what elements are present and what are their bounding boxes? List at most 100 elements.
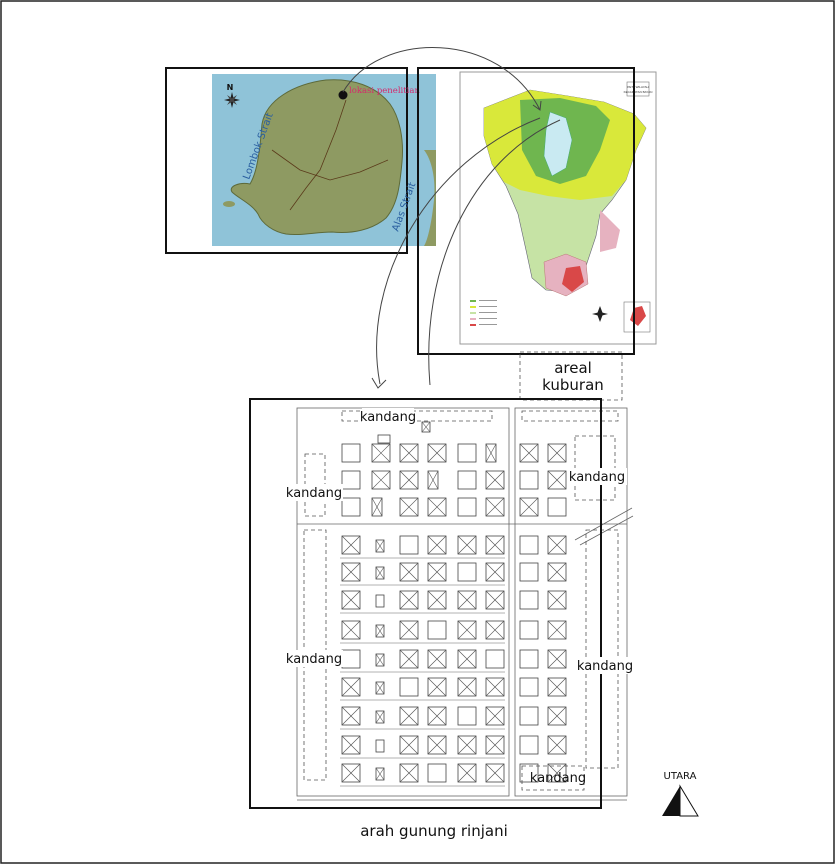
house-footprint [485,677,505,697]
kandang-label: kandang [569,470,625,485]
house-footprint [399,706,419,726]
house-footprint [427,497,447,517]
side-path [579,515,634,546]
village-site-plan: kandang kandang kandang kandang kandang … [249,398,635,809]
label-backing [575,657,635,674]
house-footprint [427,443,447,463]
house-footprint [399,735,419,755]
label-backing [285,484,343,501]
house-footprint [399,497,419,517]
house-footprint [427,649,447,669]
house-footprint [375,681,385,695]
lombok-island-shape [230,79,403,236]
house-footprint [371,443,391,463]
house-footprint [341,677,361,697]
house-footprint [547,443,567,463]
district-title-line1: PETA WILAYAH [627,85,648,89]
direction-label: arah gunung rinjani [360,822,508,840]
house-footprint [519,706,539,726]
house-footprint [547,763,567,783]
north-letter: N [227,83,234,92]
house-footprint [547,590,567,610]
kandang-area [341,410,493,422]
house-footprint [341,735,361,755]
district-legend [470,300,497,326]
house-footprint [457,443,477,463]
house-footprint [485,706,505,726]
north-label: UTARA [664,771,697,782]
house-footprint [457,706,477,726]
district-title-line2: KECAMATAN BAYAN [624,90,653,94]
house-footprint [371,470,391,490]
house-footprint [547,535,567,555]
connector-curves [342,47,561,389]
connector-arc [376,117,541,385]
house-footprint [547,649,567,669]
cemetery-label-line2: kuburan [542,376,604,394]
house-footprint [375,566,385,580]
house-footprint [457,470,477,490]
house-footprint [547,735,567,755]
house-footprint [457,562,477,582]
house-footprint [399,470,419,490]
house-footprint [519,470,539,490]
house-footprint [457,735,477,755]
house-footprint [371,497,383,517]
cemetery-label-line1: areal [554,359,592,377]
road-line [289,99,347,211]
label-backing [285,650,343,667]
house-footprint [519,763,539,783]
house-footprint [485,497,505,517]
connector-arc [428,119,561,386]
arrow-head-icon [532,100,542,111]
house-footprint [457,497,477,517]
house-footprint [485,763,505,783]
house-footprint [427,590,447,610]
house-footprint [519,535,539,555]
east-block-boundary [514,407,628,797]
house-footprint [399,649,419,669]
house-footprint [427,677,447,697]
house-footprint [547,497,567,517]
house-footprint [399,590,419,610]
house-footprint [485,735,505,755]
house-footprint [519,649,539,669]
house-footprint [457,649,477,669]
house-footprint [341,470,361,490]
house-footprint [375,767,385,781]
house-footprint [341,535,361,555]
house-footprint [341,562,361,582]
research-location-marker [338,90,348,100]
kandang-label: kandang [360,410,416,425]
house-footprint [485,562,505,582]
side-path [574,507,633,541]
caldera-east [600,210,620,252]
house-footprint [399,677,419,697]
house-footprint [547,620,567,640]
house-footprint [341,763,361,783]
house-footprint [457,535,477,555]
house-footprint [375,739,385,753]
west-block-boundary [296,407,510,797]
house-footprint [485,649,505,669]
house-footprint [427,735,447,755]
house-footprint [547,677,567,697]
house-footprint [341,497,361,517]
house-footprint [547,562,567,582]
house-footprint [427,706,447,726]
house-footprint [457,763,477,783]
kandang-label: kandang [577,659,633,674]
house-footprint [519,590,539,610]
house-footprint [341,620,361,640]
house-grid [340,421,567,787]
district-map: PETA WILAYAH KECAMATAN BAYAN [417,67,657,355]
house-footprint [519,677,539,697]
house-footprint [547,470,567,490]
house-footprint [457,677,477,697]
house-footprint [547,706,567,726]
house-footprint [427,763,447,783]
house-footprint [375,594,385,608]
house-footprint [485,443,497,463]
